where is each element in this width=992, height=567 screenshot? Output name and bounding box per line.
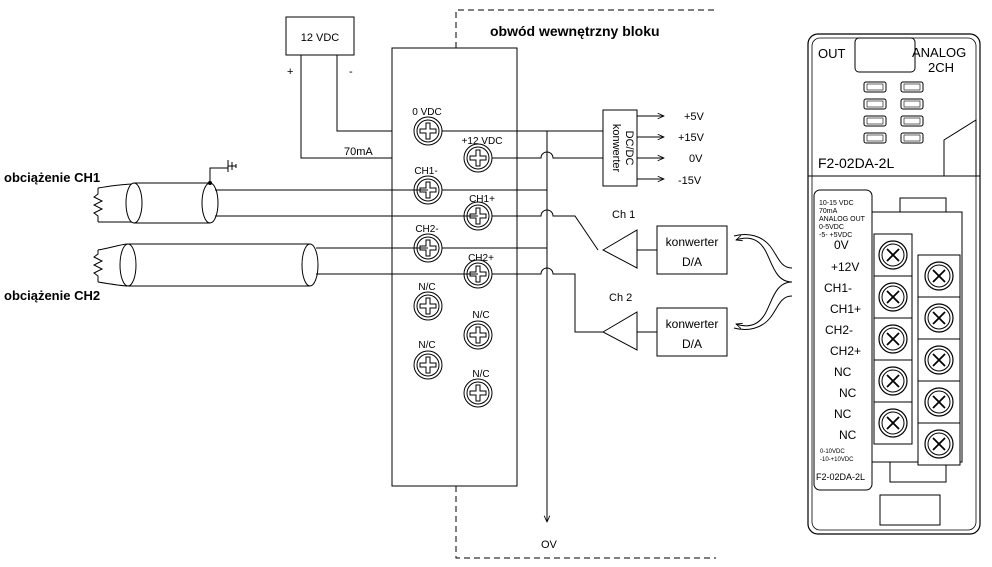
module-2ch-label: 2CH [928,60,954,75]
internal-boundary-bottom [455,486,716,559]
terminal-label-ch1-plus: CH1+ [469,194,495,205]
module-illustration: OUT ANALOG 2CH F2-02DA-2L 10-15 VDC 70mA… [807,33,981,535]
terminal-label-nc: N/C [472,369,489,380]
load-ch2-label: obciążenie CH2 [4,288,100,303]
range-line-1: 0-10VDC [820,449,845,455]
amplifier-2 [601,311,638,351]
module-terminal-0v: 0V [834,238,849,252]
ground-label: OV [541,539,558,551]
amplifier-1 [601,229,638,269]
internal-circuit-label: obwód wewnętrzny bloku [490,23,660,39]
module-terminal-nc: NC [839,386,857,400]
channel-1: Ch 1 konwerter D/A [601,209,728,275]
range-line-2: -10-+10VDC [820,457,854,463]
cable-ch1-shield [201,182,219,224]
right-terminals: +12 VDC CH1+ CH2+ N/C N/C [462,136,503,408]
terminal-screw [463,378,493,408]
terminal-screw [413,350,443,380]
module-out-label: OUT [818,46,846,61]
internal-wires [428,130,603,333]
left-terminals: 0 VDC CH1- CH2- N/C N/C [412,107,443,380]
terminal-label-nc: N/C [418,340,435,351]
spec-line-5: -5- +5VDC [819,232,852,239]
module-screws [873,233,961,466]
module-terminal-ch2-plus: CH2+ [830,344,861,358]
data-bus-arrows [733,233,793,331]
power-supply-box [285,16,355,56]
loads: obciążenie CH1 obciążenie CH2 [4,160,478,303]
power-supply-label: 12 VDC [301,32,340,44]
load-ch1-label: obciążenie CH1 [4,170,100,185]
module-model-label: F2-02DA-2L [818,155,894,171]
spec-line-1: 10-15 VDC [819,200,854,207]
module-bottom-model: F2-02DA-2L [816,472,865,482]
resistor-ch1-icon [92,188,104,222]
da-converter-1-line1: konwerter [666,235,719,249]
spec-line-2: 70mA [819,208,838,215]
module-terminal-ch2-minus: CH2- [825,323,853,337]
rail-plus5v: +5V [684,111,705,123]
da-converter-2 [656,307,728,357]
current-label: 70mA [344,146,373,158]
cable-ch2-end [119,243,137,287]
terminal-screw [463,320,493,350]
ground-wire [209,160,229,183]
dcdc-box [602,109,638,187]
rail-plus15v: +15V [678,132,705,144]
channel-2-label: Ch 2 [609,292,632,304]
module-analog-label: ANALOG [912,45,966,60]
resistor-ch2-icon [92,250,104,282]
module-terminal-ch1-plus: CH1+ [830,302,861,316]
da-converter-1 [656,225,728,275]
rail-0v: 0V [689,153,703,165]
terminal-label-ch2-plus: CH2+ [468,253,494,264]
module-terminal-nc: NC [834,365,852,379]
status-leds [863,81,924,144]
rail-minus15v: -15V [678,175,702,187]
power-minus-label: - [349,66,353,78]
module-terminal-nc: NC [839,428,857,442]
terminal-label-ch2-minus: CH2- [415,224,438,235]
internal-boundary-top [455,9,716,48]
ground-icon [227,160,237,172]
spec-line-3: ANALOG OUT [819,216,866,223]
power-plus-label: + [287,66,293,78]
dcdc-label-line1: konwerter [610,124,622,173]
terminal-label-0vdc: 0 VDC [412,107,441,118]
dcdc-converter: konwerter DC/DC +5V +15V 0V -15V [602,109,705,187]
channel-1-label: Ch 1 [612,209,635,221]
spec-line-4: 0-5VDC [819,224,844,231]
terminal-screw [413,291,443,321]
cable-ch2-shield [301,243,319,287]
terminal-label-ch1-minus: CH1- [414,166,437,177]
terminal-screw [413,116,443,146]
power-supply: 12 VDC + - [285,16,355,78]
cable-ch1-end [125,182,143,224]
da-converter-1-line2: D/A [682,255,702,269]
terminal-label-12vdc: +12 VDC [462,136,503,147]
module-body [391,47,518,487]
module-terminal-nc: NC [834,407,852,421]
dcdc-label-line2: DC/DC [623,131,635,166]
terminal-screw [463,143,493,173]
terminal-label-nc: N/C [472,310,489,321]
terminal-label-nc: N/C [418,282,435,293]
module-terminal-12v: +12V [831,260,859,274]
channel-2: Ch 2 konwerter D/A [601,292,728,357]
da-converter-2-line1: konwerter [666,317,719,331]
module-terminal-ch1-minus: CH1- [824,281,852,295]
da-converter-2-line2: D/A [682,337,702,351]
